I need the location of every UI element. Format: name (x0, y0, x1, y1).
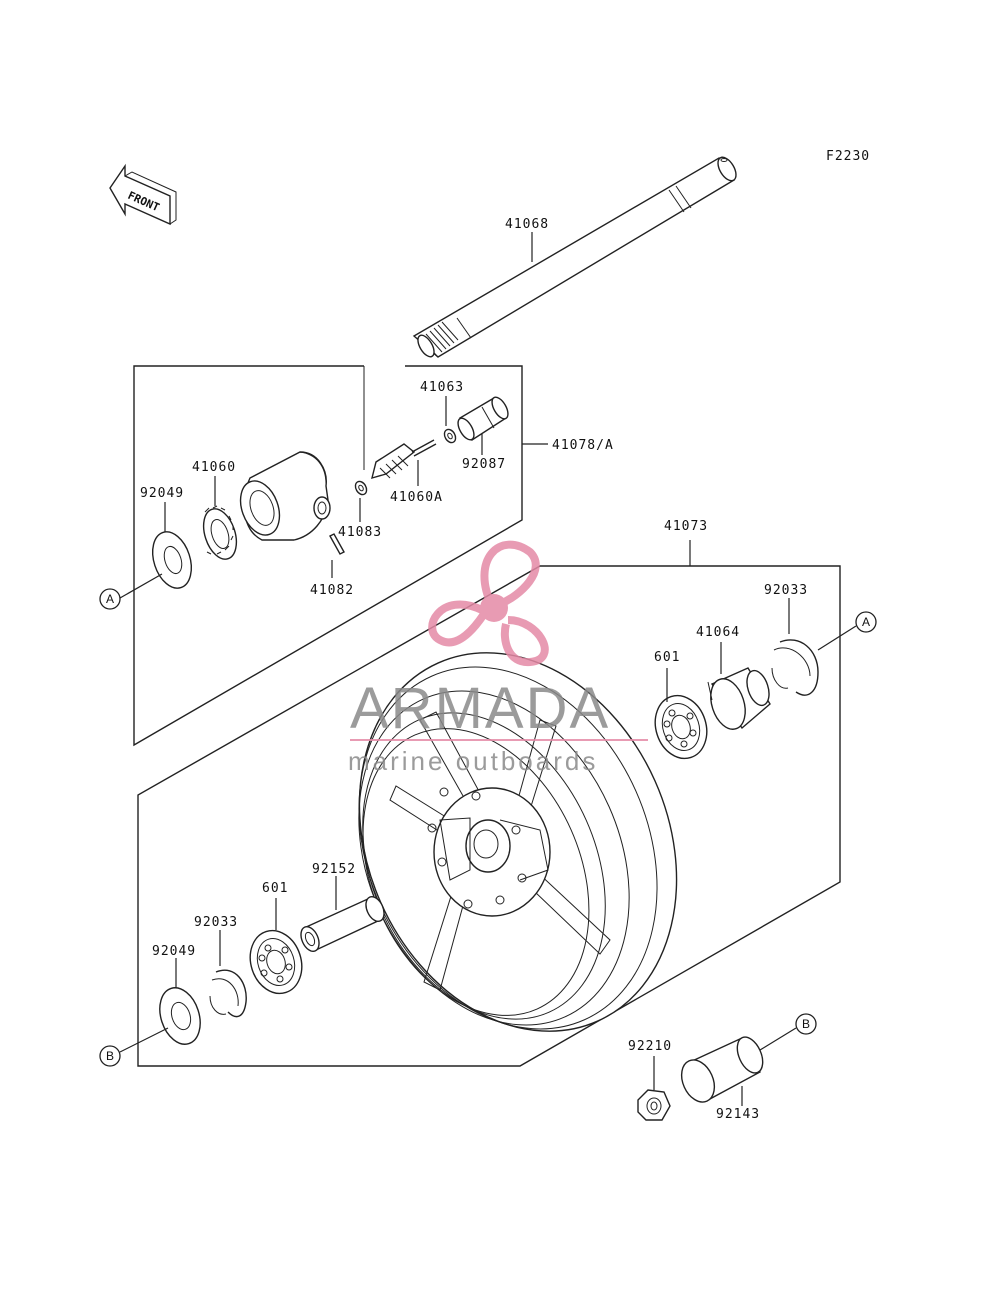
spacer-92152 (300, 895, 385, 953)
label-92210: 92210 (628, 1039, 672, 1054)
label-92143: 92143 (716, 1107, 760, 1122)
label-41068: 41068 (505, 217, 549, 232)
diagram-code: F2230 (826, 149, 870, 164)
gear-41060 (202, 505, 238, 560)
washer-41063 (443, 428, 457, 444)
label-41063: 41063 (420, 380, 464, 395)
label-92033-right: 92033 (764, 583, 808, 598)
ref-b-right: B (795, 1013, 817, 1035)
upper-assembly-frame (133, 365, 548, 747)
watermark-brand: ARMADA (350, 676, 610, 741)
label-92049-lower: 92049 (152, 944, 196, 959)
ref-a-right: A (855, 611, 877, 633)
svg-text:A: A (106, 592, 114, 606)
ref-b-left: B (99, 1045, 121, 1067)
bushing-92087 (457, 396, 509, 441)
ref-a-left: A (99, 588, 121, 610)
label-92049-upper: 92049 (140, 486, 184, 501)
label-41083: 41083 (338, 525, 382, 540)
axle-41068 (412, 156, 737, 358)
label-601-right: 601 (654, 650, 680, 665)
label-41078a: 41078/A (552, 438, 614, 453)
label-601-left: 601 (262, 881, 288, 896)
label-92152: 92152 (312, 862, 356, 877)
front-wheel-41073 (358, 652, 678, 1032)
circlip-92033-right (771, 639, 819, 696)
label-41060a: 41060A (390, 490, 443, 505)
collar-41064 (707, 667, 771, 730)
circlip-92033-left (209, 969, 247, 1018)
washer-41083 (354, 480, 368, 496)
oil-seal-92049-lower (159, 987, 201, 1045)
pin-41082 (329, 533, 345, 555)
watermark: ARMADA marine outboards (348, 540, 648, 776)
collar-92143 (680, 1036, 764, 1103)
label-92087: 92087 (462, 457, 506, 472)
svg-text:B: B (106, 1049, 114, 1063)
gear-housing-41080 (239, 451, 331, 541)
label-41073: 41073 (664, 519, 708, 534)
gear-shaft-41060a (371, 439, 437, 480)
oil-seal-92049-upper (151, 531, 193, 589)
label-92033-left: 92033 (194, 915, 238, 930)
front-arrow-icon: FRONT (109, 163, 177, 226)
label-41064: 41064 (696, 625, 740, 640)
bearing-601-right (654, 694, 708, 760)
bearing-601-left (249, 929, 303, 995)
nut-92210 (637, 1089, 671, 1121)
propeller-logo-icon (428, 540, 549, 666)
svg-text:A: A (862, 615, 870, 629)
watermark-tagline: marine outboards (348, 746, 598, 776)
svg-text:B: B (802, 1017, 810, 1031)
label-41082: 41082 (310, 583, 354, 598)
label-41060: 41060 (192, 460, 236, 475)
